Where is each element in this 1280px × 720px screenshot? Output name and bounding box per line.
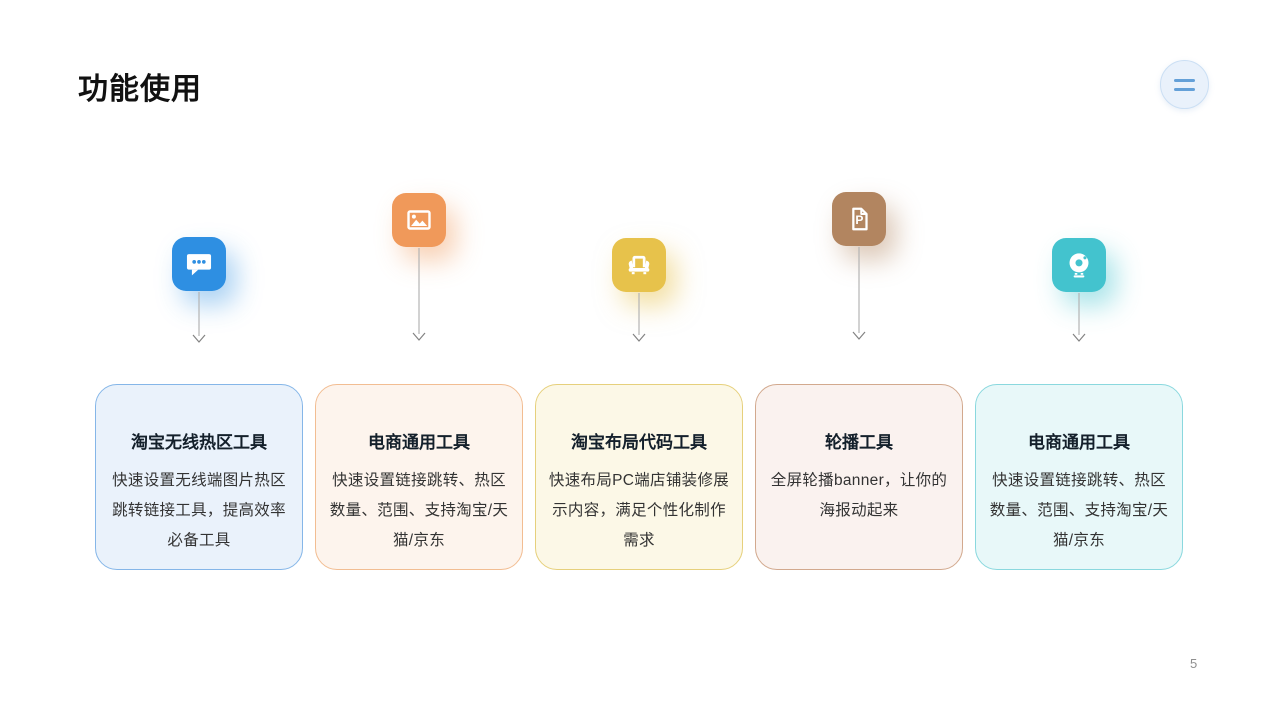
menu-lines-icon xyxy=(1174,78,1195,91)
menu-button[interactable] xyxy=(1160,60,1209,109)
card-description: 快速设置链接跳转、热区数量、范围、支持淘宝/天猫/京东 xyxy=(329,472,509,549)
svg-text:P: P xyxy=(855,213,863,227)
armchair-icon xyxy=(612,238,666,292)
image-icon xyxy=(392,193,446,247)
chat-bubble-icon xyxy=(172,237,226,291)
down-arrow-icon xyxy=(1072,293,1086,342)
webcam-icon xyxy=(1052,238,1106,292)
feature-card: 轮播工具 全屏轮播banner，让你的海报动起来 xyxy=(755,384,963,570)
page-title: 功能使用 xyxy=(78,73,202,106)
page-number: 5 xyxy=(1190,656,1198,671)
card-description: 快速布局PC端店铺装修展示内容，满足个性化制作需求 xyxy=(548,472,730,549)
down-arrow-icon xyxy=(412,248,426,341)
feature-card: 电商通用工具 快速设置链接跳转、热区数量、范围、支持淘宝/天猫/京东 xyxy=(975,384,1183,570)
card-description: 全屏轮播banner，让你的海报动起来 xyxy=(770,472,948,519)
card-description: 快速设置无线端图片热区跳转链接工具，提高效率必备工具 xyxy=(112,472,286,549)
ppt-document-icon: P xyxy=(832,192,886,246)
card-description: 快速设置链接跳转、热区数量、范围、支持淘宝/天猫/京东 xyxy=(989,472,1169,549)
feature-card: 电商通用工具 快速设置链接跳转、热区数量、范围、支持淘宝/天猫/京东 xyxy=(315,384,523,570)
card-title: 淘宝布局代码工具 xyxy=(571,433,707,452)
feature-card: 淘宝无线热区工具 快速设置无线端图片热区跳转链接工具，提高效率必备工具 xyxy=(95,384,303,570)
feature-card: 淘宝布局代码工具 快速布局PC端店铺装修展示内容，满足个性化制作需求 xyxy=(535,384,743,570)
card-title: 淘宝无线热区工具 xyxy=(131,433,267,452)
card-title: 电商通用工具 xyxy=(368,433,470,452)
down-arrow-icon xyxy=(192,292,206,343)
card-title: 轮播工具 xyxy=(825,433,893,452)
card-title: 电商通用工具 xyxy=(1028,433,1130,452)
down-arrow-icon xyxy=(852,247,866,340)
down-arrow-icon xyxy=(632,293,646,342)
